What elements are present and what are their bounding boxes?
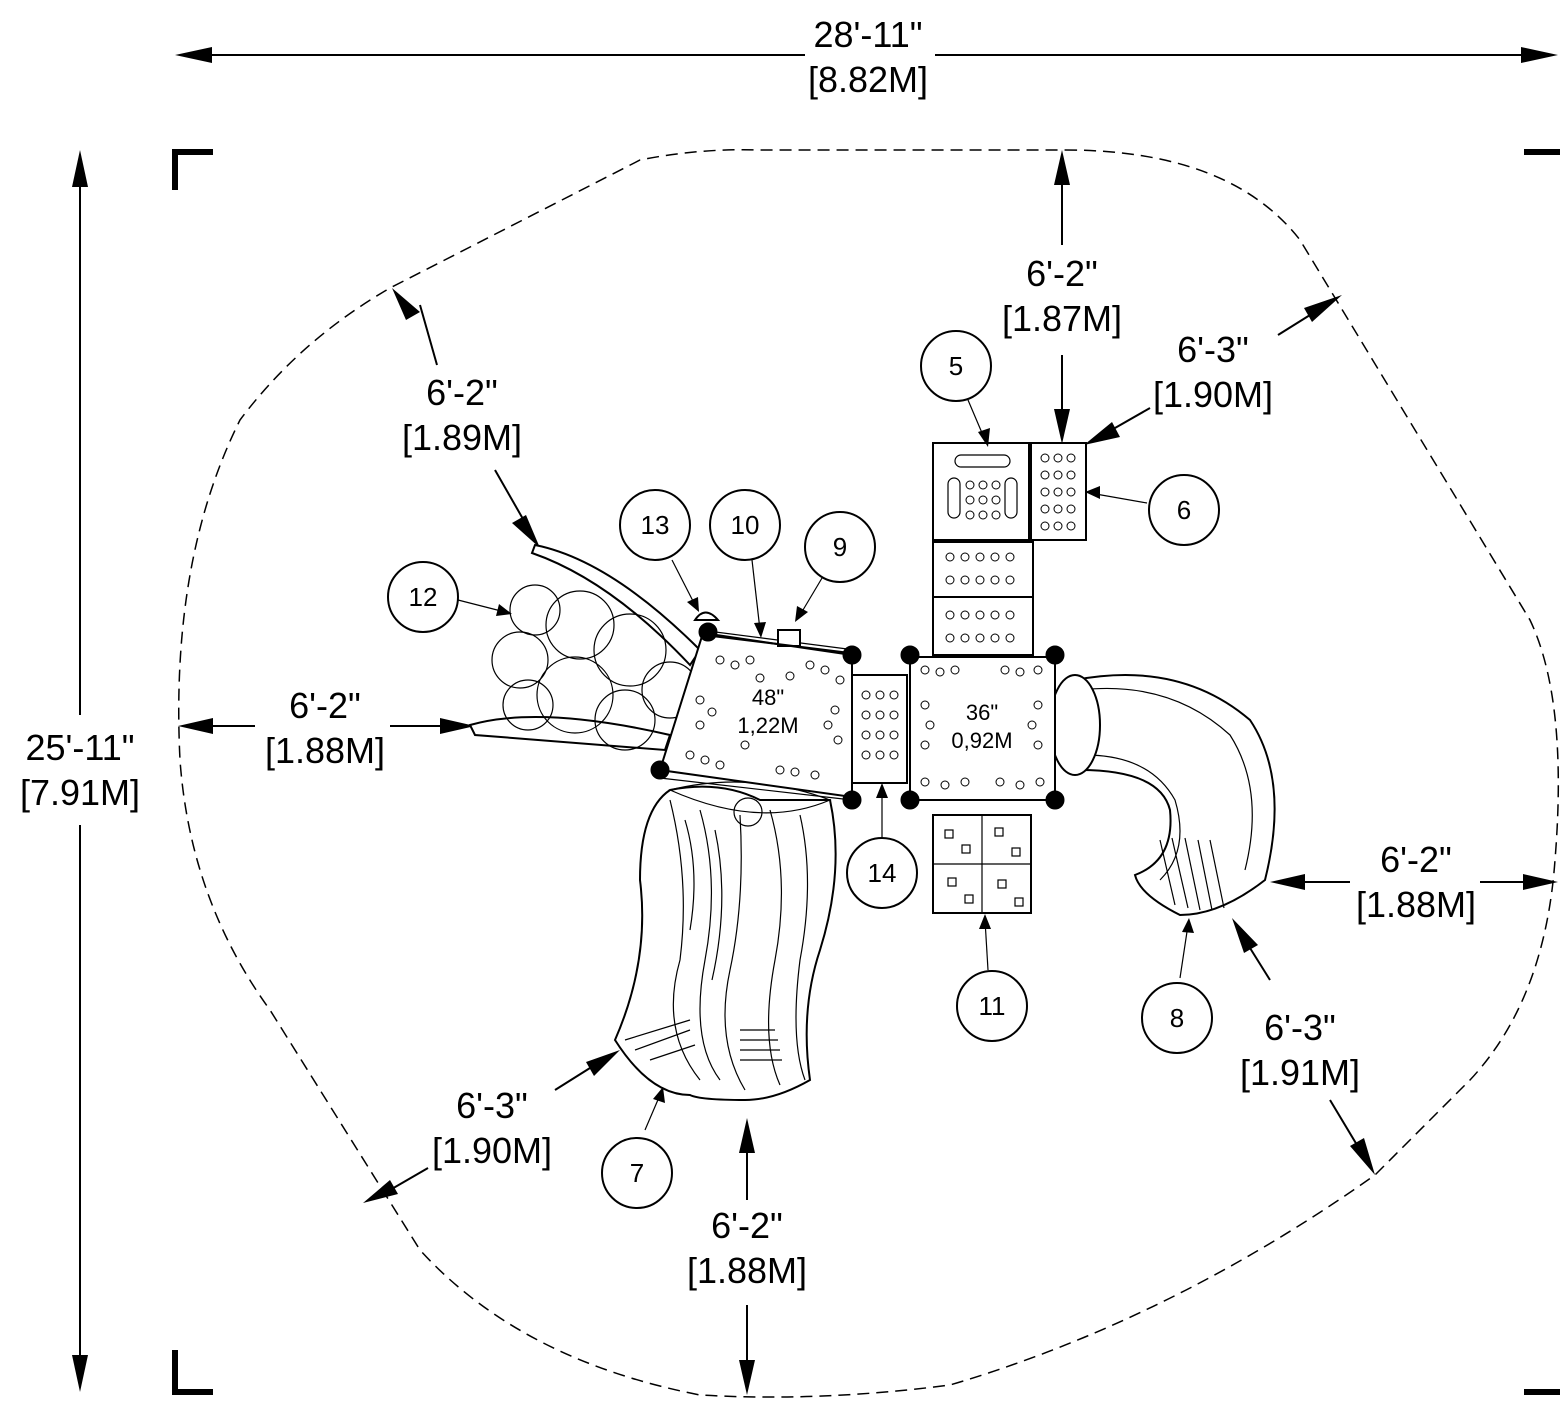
- deck-48-height: 48": [752, 685, 784, 710]
- callout-11: 11: [956, 970, 1028, 1042]
- deck-48-metric: 1,22M: [737, 713, 798, 738]
- posts: [650, 622, 1065, 810]
- transfer-bridge: [851, 674, 908, 784]
- callout-5-label: 5: [949, 351, 963, 381]
- callout-6: 6: [1148, 474, 1220, 546]
- clearance-lower-left-metric: [1.90M]: [432, 1130, 552, 1171]
- callout-9: 9: [804, 511, 876, 583]
- callout-10-label: 10: [731, 510, 760, 540]
- clearance-left-imperial: 6'-2": [289, 685, 361, 726]
- panel-6: [1030, 442, 1087, 541]
- clearance-top-right-imperial: 6'-3": [1177, 329, 1249, 370]
- step-platforms: [932, 541, 1034, 656]
- corner-marks: [172, 149, 1560, 1395]
- callout-9-label: 9: [833, 532, 847, 562]
- deck-36-perforation: [920, 665, 1045, 790]
- callout-13: 13: [619, 489, 691, 561]
- clearance-bottom-metric: [1.88M]: [687, 1250, 807, 1291]
- panel-5: [932, 442, 1030, 541]
- callout-10: 10: [709, 489, 781, 561]
- deck-36-metric: 0,92M: [951, 728, 1012, 753]
- curved-slide: [1049, 674, 1276, 917]
- clearance-bottom: 6'-2" [1.88M]: [687, 1118, 807, 1395]
- callout-8-label: 8: [1170, 1003, 1184, 1033]
- clearance-lower-left: 6'-3" [1.90M]: [363, 1050, 620, 1203]
- clearance-upper-left-imperial: 6'-2": [426, 372, 498, 413]
- deck-36-height: 36": [966, 700, 998, 725]
- overall-width-dimension: 28'-11" [8.82M]: [175, 14, 1558, 100]
- clearance-top-right: 6'-3" [1.90M]: [1084, 295, 1342, 445]
- callout-6-label: 6: [1177, 495, 1191, 525]
- panel-11: [932, 814, 1032, 914]
- use-zone-outline: [178, 148, 1560, 1398]
- clearance-top-imperial: 6'-2": [1026, 253, 1098, 294]
- clearance-upper-left: 6'-2" [1.89M]: [392, 288, 540, 548]
- clearance-bottom-imperial: 6'-2": [711, 1205, 783, 1246]
- clearance-left: 6'-2" [1.88M]: [178, 685, 475, 771]
- overall-depth-imperial: 25'-11": [25, 727, 134, 768]
- overall-width-metric: [8.82M]: [808, 59, 928, 100]
- clearance-lower-right-metric: [1.91M]: [1240, 1052, 1360, 1093]
- callout-14-label: 14: [868, 858, 897, 888]
- callout-12: 12: [387, 561, 459, 633]
- clearance-right: 6'-2" [1.88M]: [1270, 839, 1558, 925]
- deck-36-platform: 36" 0,92M: [909, 656, 1056, 801]
- callout-8: 8: [1141, 982, 1213, 1054]
- callout-11-label: 11: [979, 991, 1006, 1021]
- callout-13-label: 13: [641, 510, 670, 540]
- callout-7: 7: [601, 1137, 673, 1209]
- double-wavy-slide: [613, 781, 837, 1102]
- deck-48-perforation: [685, 655, 845, 780]
- clearance-top-metric: [1.87M]: [1002, 298, 1122, 339]
- bubble-climber: [468, 543, 702, 752]
- clearance-upper-left-metric: [1.89M]: [402, 417, 522, 458]
- callout-14: 14: [846, 837, 918, 909]
- callout-leaders: [457, 399, 1194, 1131]
- clearance-top-right-metric: [1.90M]: [1153, 374, 1273, 415]
- overall-depth-dimension: 25'-11" [7.91M]: [20, 150, 140, 1392]
- clearance-lower-right-imperial: 6'-3": [1264, 1007, 1336, 1048]
- clearance-right-imperial: 6'-2": [1380, 839, 1452, 880]
- deck-accessories: [693, 611, 851, 654]
- clearance-top: 6'-2" [1.87M]: [1002, 150, 1122, 444]
- callout-12-label: 12: [409, 582, 438, 612]
- clearance-lower-right: 6'-3" [1.91M]: [1232, 918, 1375, 1175]
- overall-depth-metric: [7.91M]: [20, 772, 140, 813]
- clearance-left-metric: [1.88M]: [265, 730, 385, 771]
- clearance-right-metric: [1.88M]: [1356, 884, 1476, 925]
- callout-5: 5: [920, 330, 992, 402]
- overall-width-imperial: 28'-11": [813, 14, 922, 55]
- callout-7-label: 7: [630, 1158, 644, 1188]
- clearance-lower-left-imperial: 6'-3": [456, 1085, 528, 1126]
